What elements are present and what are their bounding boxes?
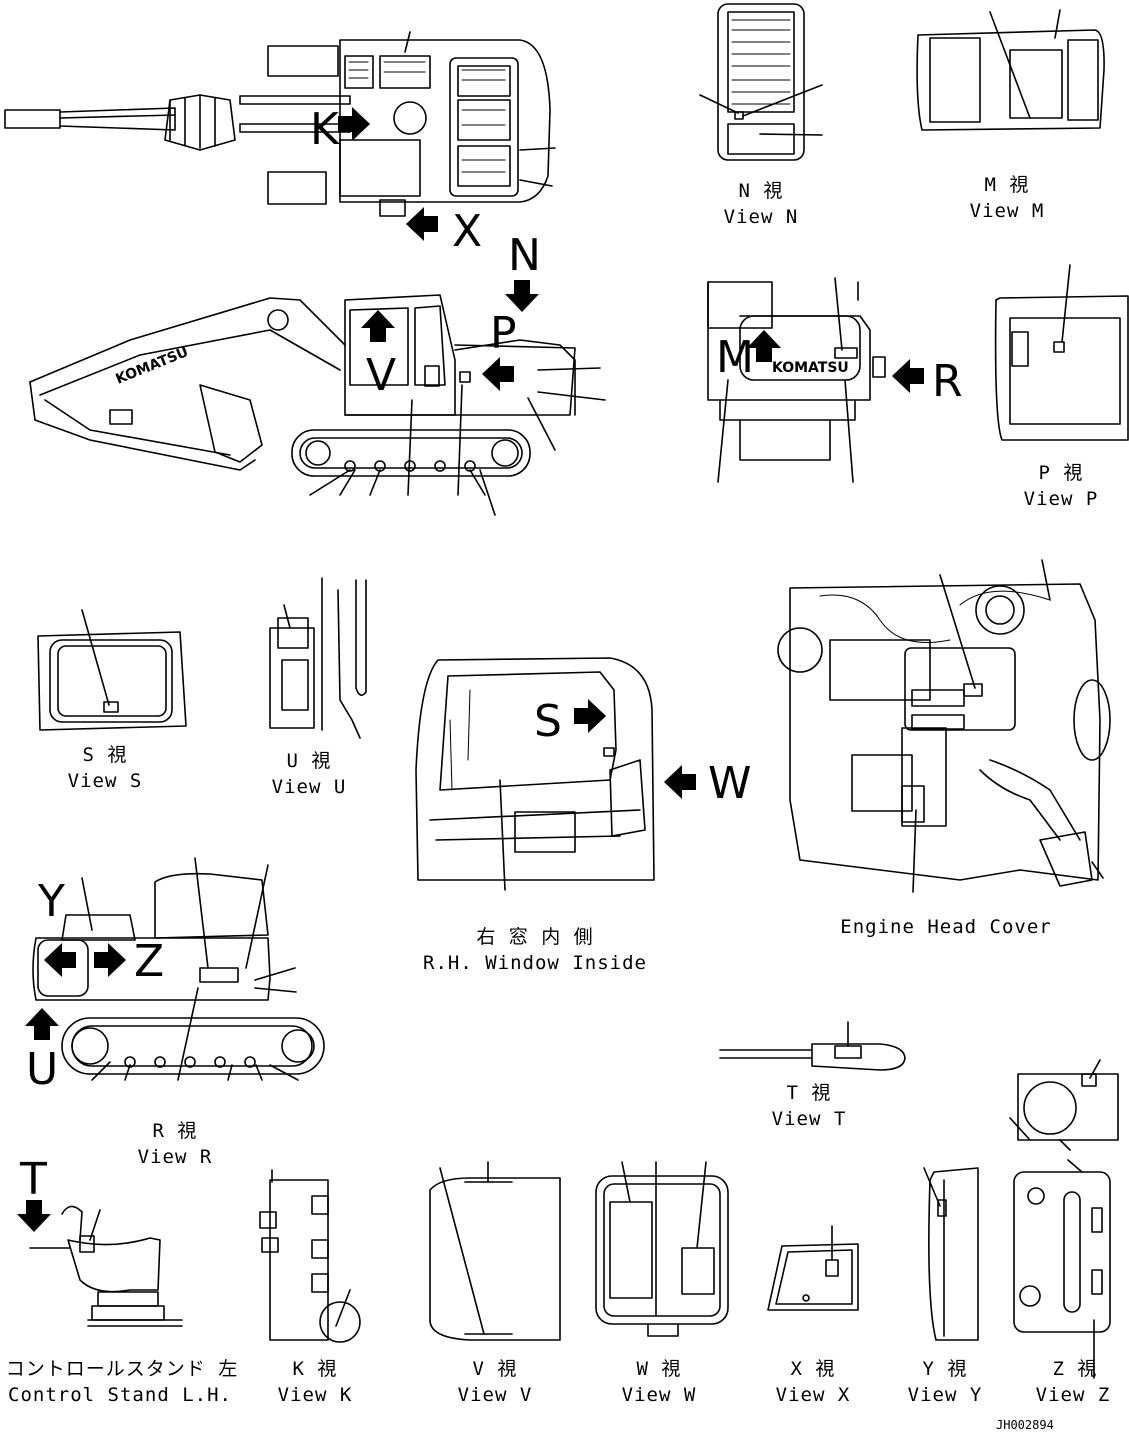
letter-m: M (716, 332, 754, 383)
view-x-drawing (767, 1225, 859, 1311)
caption-view-p-en: View P (1023, 488, 1099, 510)
view-p-drawing (994, 264, 1129, 441)
caption-view-m-en: View M (969, 200, 1045, 222)
rear-view-drawing (707, 277, 886, 483)
control-stand-drawing (29, 1205, 183, 1327)
direction-arrows (17, 107, 924, 1232)
view-s-drawing (37, 609, 187, 731)
view-m-drawing (916, 9, 1105, 131)
view-k-drawing (259, 1169, 361, 1343)
caption-view-v-en: View V (457, 1384, 533, 1406)
letter-w: W (708, 758, 752, 809)
brand-mark-rear: KOMATSU (772, 360, 849, 376)
caption-view-n-en: View N (723, 206, 799, 228)
machine-top-view (4, 31, 556, 217)
caption-view-k-jp: K 視 (292, 1358, 338, 1380)
letter-n: N (508, 230, 541, 281)
view-t-drawing (719, 1021, 906, 1071)
caption-rh-window-jp: 右 窓 内 側 (476, 926, 594, 948)
caption-view-u-en: View U (271, 776, 347, 798)
caption-view-p-jp: P 視 (1038, 462, 1084, 484)
letter-r: R (932, 356, 963, 407)
caption-view-r-jp: R 視 (152, 1120, 198, 1142)
caption-view-s-jp: S 視 (82, 744, 128, 766)
letter-s: S (534, 696, 562, 747)
y-detail-drawing (1009, 1059, 1119, 1151)
letter-k: K (310, 104, 339, 155)
view-v-drawing (429, 1161, 561, 1341)
rh-window-drawing (415, 657, 655, 891)
view-z-drawing (1013, 1159, 1111, 1379)
caption-view-z-en: View Z (1035, 1384, 1111, 1406)
caption-view-r-en: View R (137, 1146, 213, 1168)
letter-v: V (366, 350, 397, 401)
caption-view-w-en: View W (621, 1384, 697, 1406)
caption-view-t-en: View T (771, 1108, 847, 1130)
letter-p: P (490, 308, 517, 359)
view-y-drawing (923, 1167, 979, 1341)
caption-engine-head-cover: Engine Head Cover (840, 916, 1052, 938)
brand-mark-boom: KOMATSU (114, 344, 191, 388)
letter-z: Z (134, 936, 165, 987)
view-r-drawing (32, 857, 325, 1081)
caption-rh-window-en: R.H. Window Inside (423, 952, 647, 974)
letter-y: Y (38, 876, 65, 927)
caption-view-z-jp: Z 視 (1052, 1358, 1098, 1380)
view-w-drawing (595, 1161, 729, 1337)
document-code: JH002894 (996, 1418, 1054, 1432)
letter-u: U (26, 1044, 59, 1095)
caption-view-m-jp: M 視 (984, 174, 1030, 196)
letter-t: T (20, 1154, 47, 1205)
caption-view-w-jp: W 視 (636, 1358, 682, 1380)
caption-view-t-jp: T 視 (786, 1082, 832, 1104)
caption-view-s-en: View S (67, 770, 143, 792)
letter-x: X (452, 206, 483, 257)
caption-view-x-en: View X (775, 1384, 851, 1406)
caption-view-v-jp: V 視 (472, 1358, 518, 1380)
caption-control-stand-jp: コントロールスタンド 左 (5, 1358, 239, 1380)
caption-view-u-jp: U 視 (286, 750, 332, 772)
caption-view-x-jp: X 視 (790, 1358, 836, 1380)
machine-side-view (29, 294, 606, 516)
view-u-drawing (269, 577, 367, 739)
caption-view-y-jp: Y 視 (922, 1358, 968, 1380)
caption-view-n-jp: N 視 (738, 180, 784, 202)
engine-drawing (777, 559, 1111, 893)
caption-view-k-en: View K (277, 1384, 353, 1406)
view-n-drawing (699, 3, 823, 161)
caption-view-y-en: View Y (907, 1384, 983, 1406)
caption-control-stand-en: Control Stand L.H. (8, 1384, 232, 1406)
